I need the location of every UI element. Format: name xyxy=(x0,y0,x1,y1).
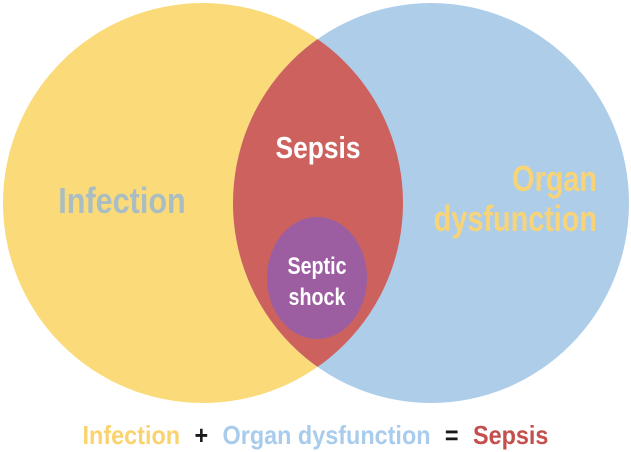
caption-infection: Infection xyxy=(82,420,181,450)
caption-equals-sign: = xyxy=(444,420,459,450)
organ-dysfunction-label-line1: Organ xyxy=(512,158,597,199)
equation-caption: Infection + Organ dysfunction = Sepsis xyxy=(32,420,600,451)
caption-sepsis: Sepsis xyxy=(473,420,549,450)
septic-shock-label-line1: Septic xyxy=(287,253,347,280)
organ-dysfunction-label: Organ dysfunction xyxy=(434,159,597,239)
infection-label: Infection xyxy=(58,180,186,221)
caption-plus-sign: + xyxy=(194,420,209,450)
sepsis-label: Sepsis xyxy=(275,130,361,165)
septic-shock-label-line2: shock xyxy=(288,284,346,311)
caption-organ-dysfunction: Organ dysfunction xyxy=(222,420,431,450)
septic-shock-label: Septic shock xyxy=(251,251,382,313)
organ-dysfunction-label-line2: dysfunction xyxy=(433,198,597,239)
septic-shock-ellipse xyxy=(267,217,367,339)
